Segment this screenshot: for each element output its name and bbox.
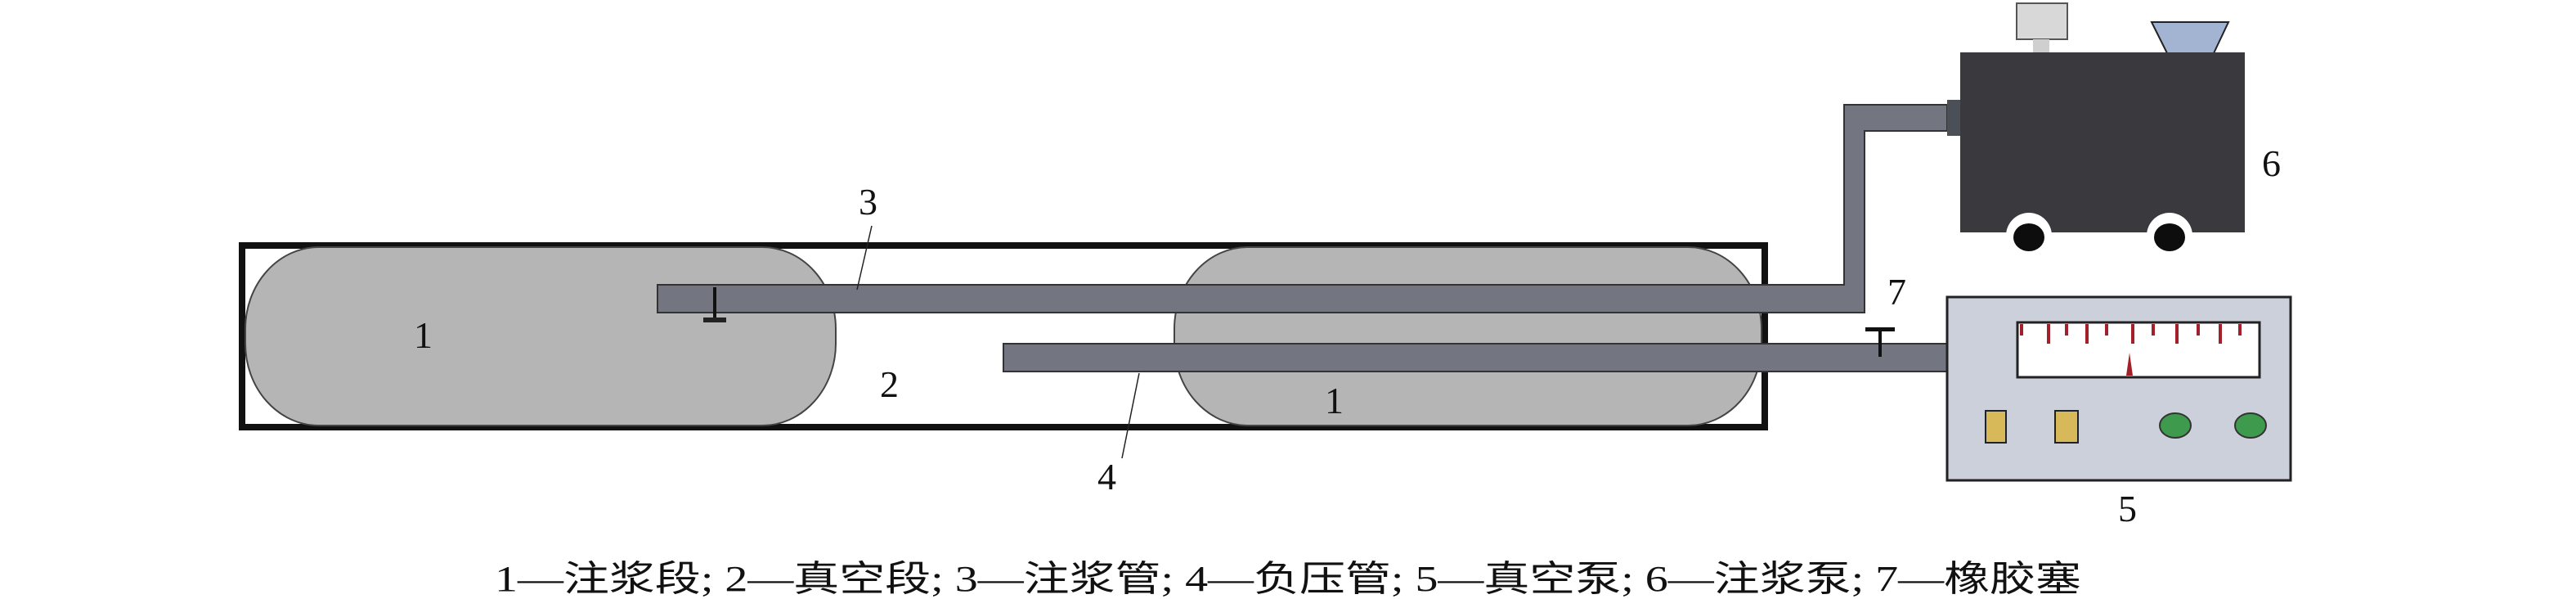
gauge-tick (2175, 324, 2179, 344)
gauge-ticks (2020, 324, 2242, 344)
pump-funnel-icon (2150, 21, 2230, 54)
yellow-button (1985, 410, 2007, 444)
pressure-gauge (2016, 321, 2261, 379)
yellow-button (2054, 410, 2079, 444)
grouting-section-right (1174, 246, 1762, 426)
gauge-tick (2238, 324, 2242, 336)
wheel-icon (2013, 223, 2044, 251)
gauge-tick (2105, 324, 2108, 336)
vacuum-pump (1945, 295, 2292, 482)
label-vacuum-pump: 5 (2118, 488, 2137, 529)
gauge-tick (2020, 324, 2023, 336)
label-grouting-pipe: 3 (859, 181, 877, 223)
grouting-pump (1947, 2, 2245, 259)
gauge-tick (2131, 324, 2134, 344)
gauge-tick (2047, 324, 2050, 344)
gauge-needle-icon (2126, 353, 2133, 376)
gauge-tick (2197, 324, 2200, 336)
gauge-tick (2085, 324, 2089, 344)
label-rubber-plug: 7 (1887, 271, 1906, 313)
label-grouting-section-right: 1 (1325, 380, 1344, 421)
leader-line-3 (856, 225, 873, 290)
rubber-plug-icon (1865, 327, 1895, 357)
negative-pressure-pipe (1003, 343, 1950, 372)
pump-body (1960, 52, 2245, 232)
label-grouting-pump: 6 (2262, 142, 2281, 184)
wheel-icon (2154, 223, 2185, 251)
grouting-section-left (245, 246, 837, 426)
gauge-tick (2065, 324, 2068, 336)
green-button (2234, 412, 2267, 439)
green-button (2159, 412, 2192, 439)
pump-monitor-icon (2016, 2, 2068, 40)
grouting-pipe-plug-base (703, 318, 726, 322)
figure-caption: 1—注浆段; 2—真空段; 3—注浆管; 4—负压管; 5—真空泵; 6—注浆泵… (495, 559, 2081, 599)
label-negative-pressure-pipe: 4 (1097, 456, 1116, 498)
gauge-tick (2152, 324, 2155, 336)
label-grouting-section-left: 1 (414, 314, 433, 356)
label-vacuum-section: 2 (880, 363, 899, 405)
leader-line-4 (1121, 372, 1140, 459)
gauge-tick (2219, 324, 2222, 344)
